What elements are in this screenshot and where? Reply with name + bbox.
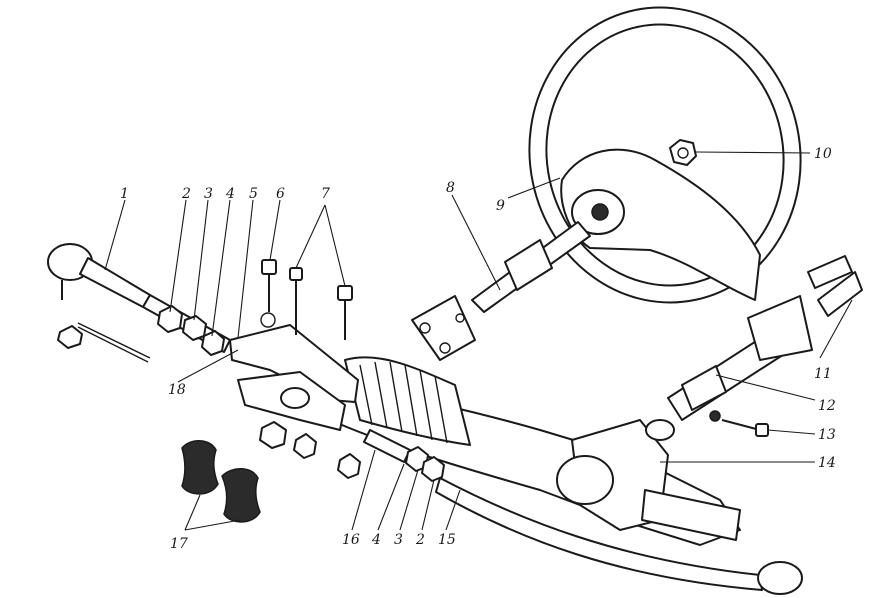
callouts: 1 2 3 4 5 6 7 8 9 10 11 12 13 14 15 2 3 … [120,146,836,552]
intermediate-shaft [411,221,591,361]
tie-rod-right [363,429,803,595]
callout-9: 9 [496,198,505,214]
callout-3-top: 3 [204,186,213,202]
leader-lines [104,151,853,531]
callout-17: 17 [170,536,188,552]
steering-wheel [528,6,802,304]
callout-2-bottom: 2 [415,532,425,548]
cotter-pin [57,322,151,363]
callout-4-top: 4 [225,186,235,202]
callout-16: 16 [342,532,360,548]
callout-15: 15 [438,532,456,548]
callout-7: 7 [321,186,330,202]
callout-13: 13 [818,427,836,443]
column-shaft [667,255,863,421]
callout-1: 1 [120,186,129,202]
steering-wheel-nut [669,139,697,166]
callout-2-top: 2 [181,186,191,202]
rubber-bushings [181,440,261,523]
bracket-clamp [237,371,361,479]
callout-10: 10 [814,146,832,162]
mounting-bolts [261,259,353,340]
callout-3-bottom: 3 [394,532,403,548]
mounting-bracket [229,312,359,403]
callout-5: 5 [249,186,258,202]
lock-nuts-left [157,305,225,356]
callout-11: 11 [814,366,832,382]
clamp-bolt [709,410,769,437]
callout-12: 12 [818,398,836,414]
rack-boot [344,356,471,446]
callout-6: 6 [276,186,285,202]
callout-18: 18 [168,382,186,398]
callout-4-bottom: 4 [371,532,381,548]
callout-14: 14 [818,455,836,471]
callout-8: 8 [446,180,455,196]
